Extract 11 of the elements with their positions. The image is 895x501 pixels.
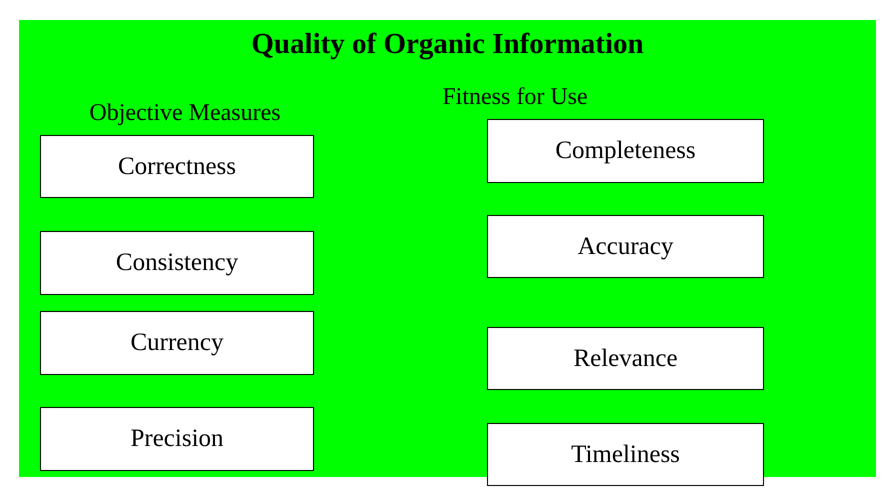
category-box: Timeliness — [487, 423, 764, 486]
category-box: Precision — [40, 407, 314, 471]
column-heading: Fitness for Use — [441, 83, 589, 112]
column-heading: Objective Measures — [88, 99, 282, 128]
category-box: Relevance — [487, 327, 764, 390]
category-box: Currency — [40, 311, 314, 375]
diagram-title: Quality of Organic Information — [250, 27, 645, 62]
category-box: Consistency — [40, 231, 314, 295]
category-box: Correctness — [40, 135, 314, 198]
category-box: Accuracy — [487, 215, 764, 278]
category-box: Completeness — [487, 119, 764, 183]
